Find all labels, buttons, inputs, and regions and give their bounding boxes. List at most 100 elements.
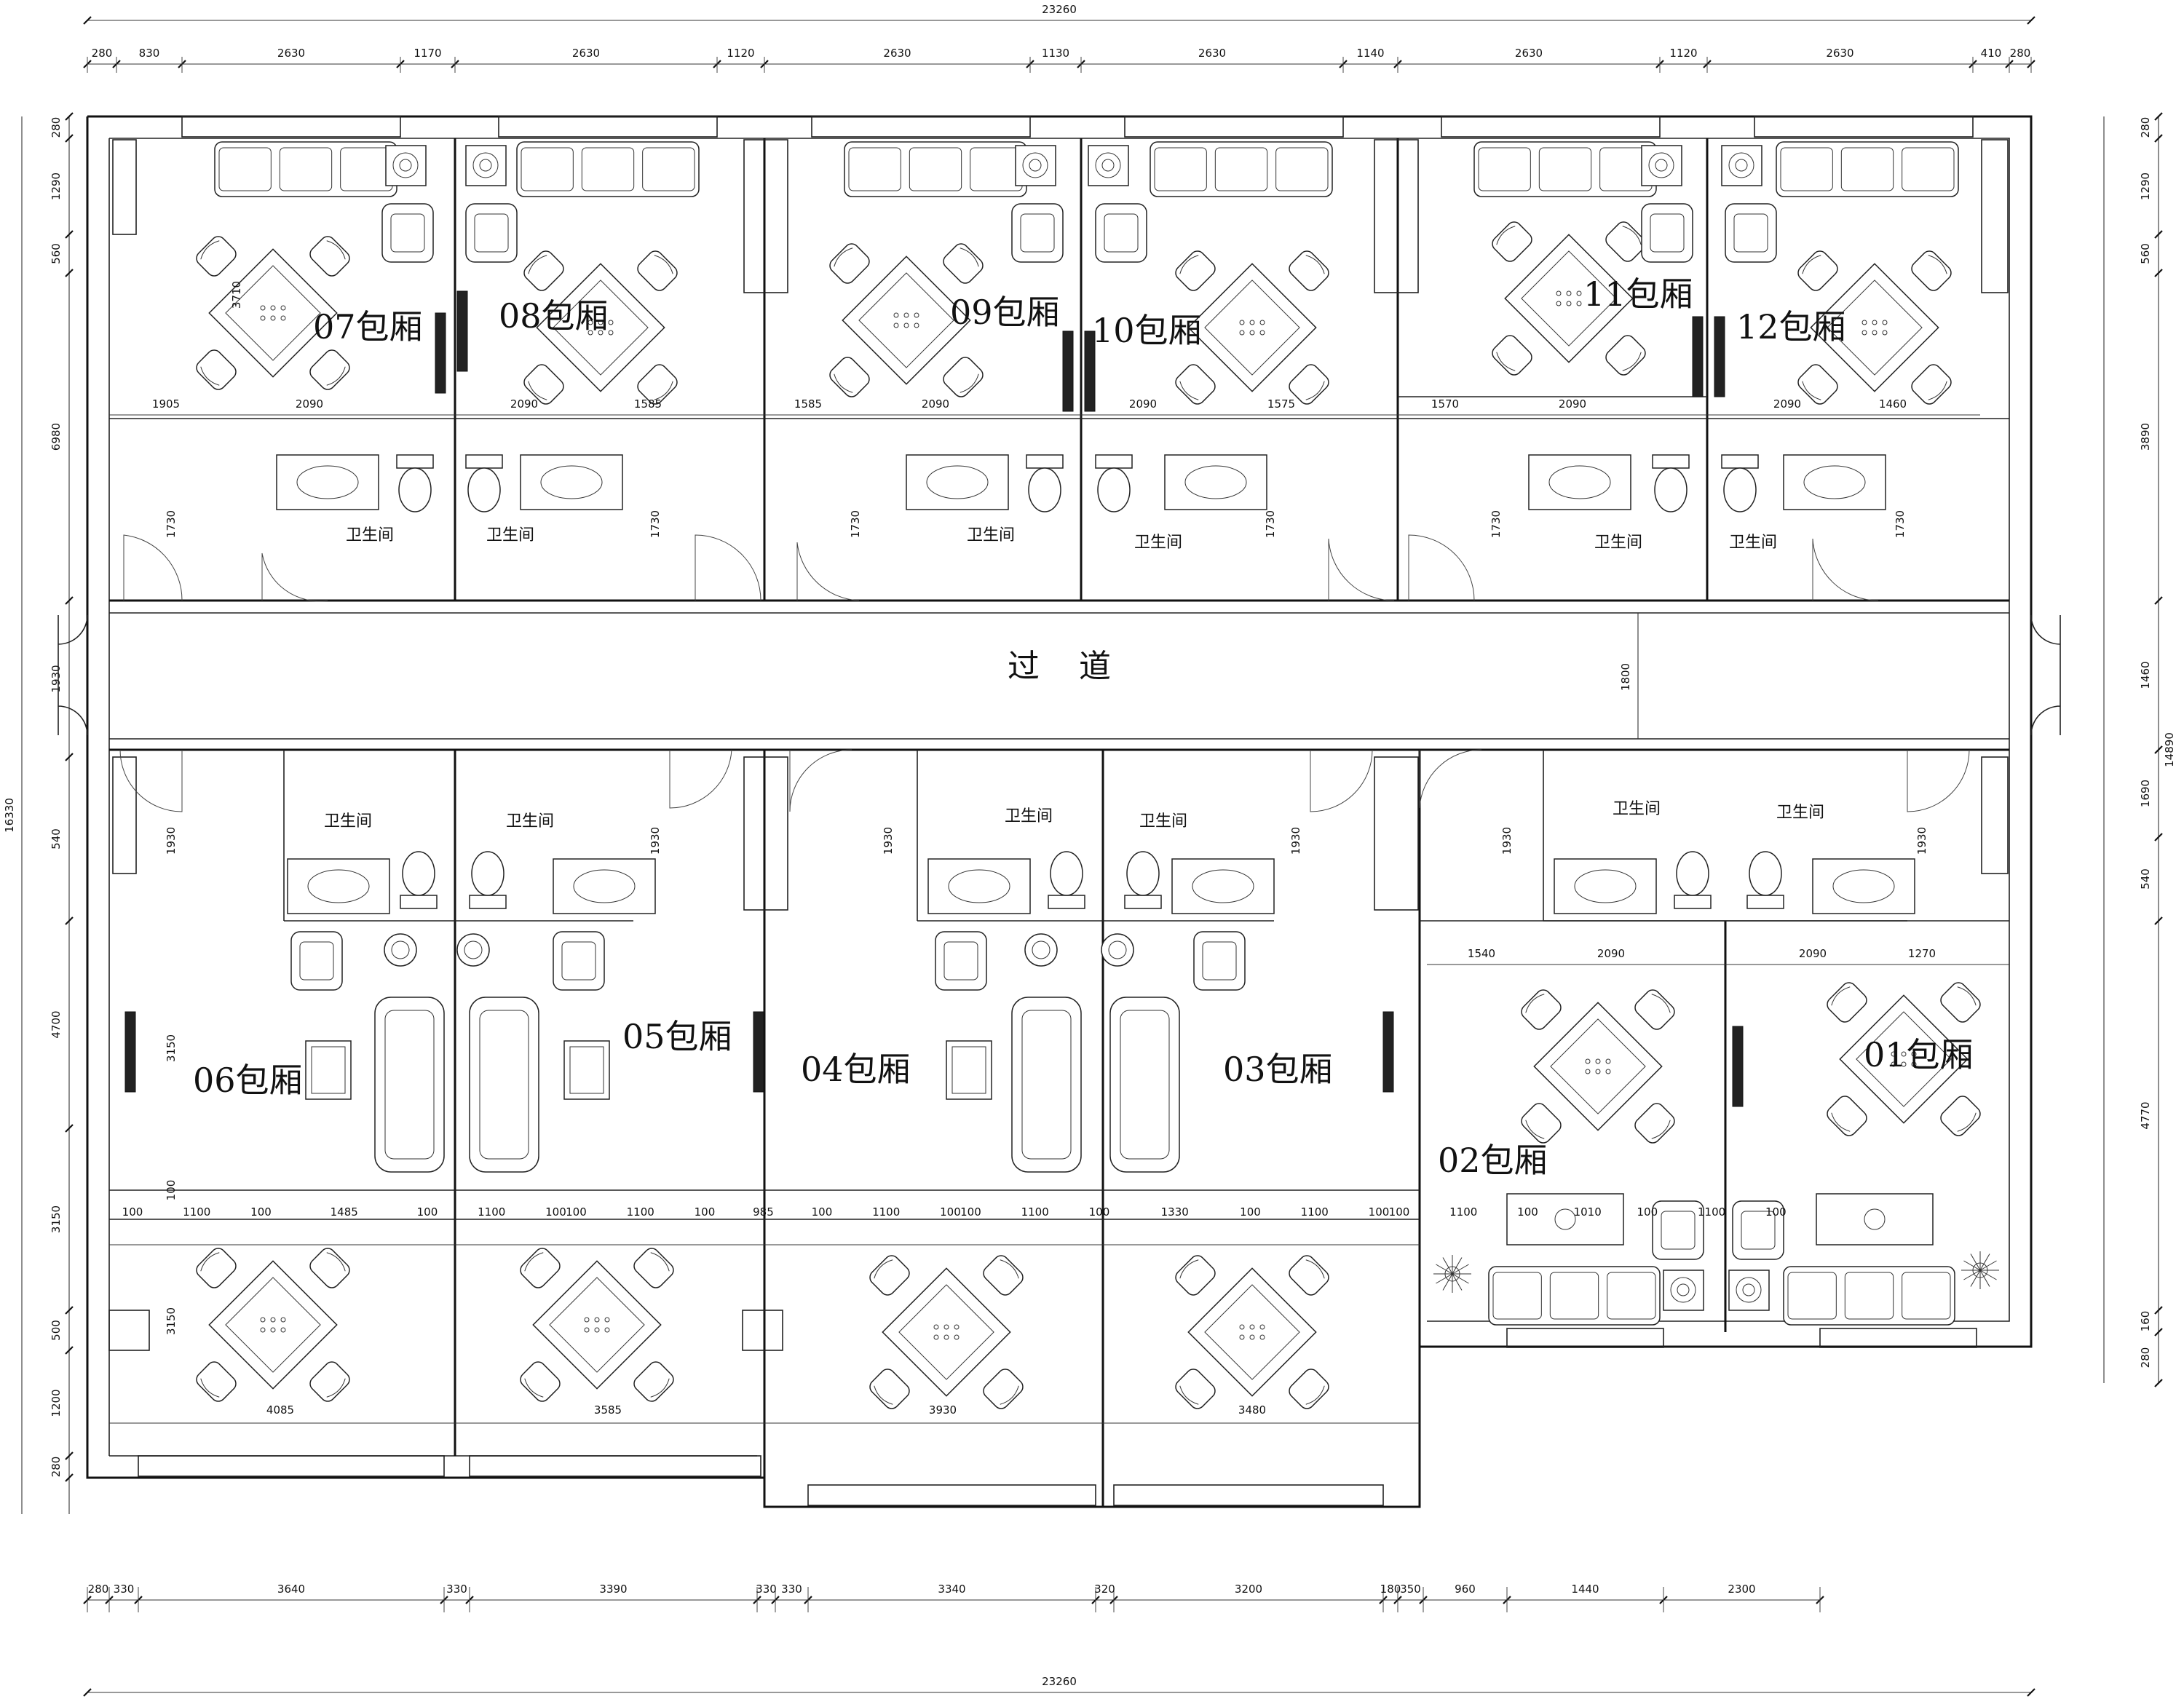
dimension-tick (65, 134, 74, 143)
table-inner (858, 272, 954, 368)
chair-back (1305, 255, 1325, 274)
chair-back (1651, 994, 1671, 1013)
dim-left-total: 16330 (3, 798, 16, 833)
toilet-bowl (402, 851, 435, 896)
chair (1911, 364, 1952, 405)
sofa-cushion (1902, 1272, 1951, 1320)
table-dot (1259, 1324, 1265, 1330)
chair-seat (1175, 1369, 1216, 1409)
dimension-value: 500 (50, 1320, 63, 1341)
plant-pot (1444, 1266, 1460, 1282)
table-inner (1550, 1018, 1646, 1114)
dimension-value: 1930 (882, 827, 895, 855)
counter (906, 454, 1009, 510)
table-dot (943, 1334, 949, 1340)
lamp-shade (1648, 152, 1674, 178)
room-labels: 07包厢 08包厢 09包厢 10包厢 11包厢 12包厢 06包厢 05包厢 … (193, 274, 1974, 1180)
armchair-body (553, 931, 605, 991)
round-stool (384, 933, 417, 967)
sofa-cushion (1549, 1272, 1599, 1320)
tv-screen (1062, 330, 1074, 412)
table-dot (1239, 1334, 1245, 1340)
chair-seat (869, 1369, 910, 1409)
chair-back (326, 366, 346, 386)
toilet-bowl (1723, 467, 1757, 512)
sofa-cushion (1492, 1272, 1542, 1320)
chair (196, 1248, 237, 1288)
dimension-value: 100 (812, 1205, 833, 1219)
dimension-value: 1930 (649, 827, 662, 855)
dimension-tick (65, 596, 74, 605)
chair (1940, 982, 1981, 1023)
dimension-value: 280 (92, 47, 113, 60)
dimension-value: 1930 (1915, 827, 1928, 855)
washroom-label: 卫生间 (1139, 812, 1187, 831)
dimension-value: 2090 (1597, 947, 1625, 960)
dimension-value: 1930 (1500, 827, 1514, 855)
door-swing (789, 749, 852, 812)
dimension-value: 100 (545, 1205, 566, 1219)
basin-counter (1783, 454, 1886, 510)
armchair (1095, 203, 1147, 263)
chair-seat (520, 1248, 561, 1288)
plant-leaf (1452, 1273, 1463, 1291)
table-inner (225, 1277, 321, 1373)
counter (553, 858, 656, 914)
dimension-value: 1730 (1264, 510, 1277, 538)
sofa-frame (1473, 141, 1657, 197)
plant-leaf (1970, 1253, 1981, 1271)
tv-screen (124, 1011, 136, 1093)
door-arc (123, 534, 183, 601)
armchair (1732, 1200, 1784, 1260)
dimension-value: 330 (446, 1583, 467, 1596)
lower-partitions (108, 750, 2009, 1507)
chair-seat (983, 1369, 1024, 1409)
dimension-tick (65, 753, 74, 761)
door-swing (796, 542, 860, 601)
chair-seat (633, 1361, 674, 1402)
dimension-value: 350 (1400, 1583, 1421, 1596)
dimension-tick (65, 1124, 74, 1133)
chair-back (874, 1259, 893, 1279)
chair-seat (983, 1255, 1024, 1296)
chair (869, 1255, 910, 1296)
chair-seat (1492, 335, 1532, 376)
table-dot (893, 322, 899, 328)
chair (196, 349, 237, 390)
chair (1634, 989, 1675, 1030)
coffee-table-glass (569, 1046, 604, 1094)
chair-seat (1289, 364, 1329, 405)
chair (1827, 1096, 1867, 1136)
dimension-value: 2630 (883, 47, 911, 60)
chaise-seat (479, 1010, 529, 1160)
sink (948, 869, 1010, 903)
sofa-cushion (909, 147, 962, 191)
table-dot (1891, 1061, 1896, 1067)
dimension-value: 3640 (277, 1583, 305, 1596)
round-stool (1024, 933, 1058, 967)
door-arc (669, 749, 732, 809)
table-dot (1882, 320, 1888, 325)
chair-back (960, 247, 979, 267)
chaise-frame (1011, 997, 1082, 1173)
table-dot (1901, 1051, 1907, 1057)
tv-unit (1062, 330, 1074, 412)
dimension-value: 1460 (2139, 661, 2152, 689)
side-table (1088, 145, 1129, 186)
dimension-value: 1540 (1468, 947, 1495, 960)
table-dot (280, 1327, 286, 1333)
door-arc (261, 553, 328, 602)
table-top (1839, 994, 1969, 1124)
dimension-value: 1100 (1021, 1205, 1049, 1219)
chair-seat (637, 364, 678, 405)
armchair-body (381, 203, 434, 263)
dimension-value: 1100 (1698, 1205, 1725, 1219)
toilet-tank (1746, 895, 1784, 909)
sofa (1150, 141, 1333, 197)
armchair-seat (474, 213, 509, 253)
dimension-tick (2154, 596, 2163, 605)
mahjong-table (882, 1267, 1011, 1397)
dimension-value: 1290 (2139, 173, 2152, 200)
door-swing (261, 553, 328, 602)
dimension-value: 1270 (1908, 947, 1936, 960)
